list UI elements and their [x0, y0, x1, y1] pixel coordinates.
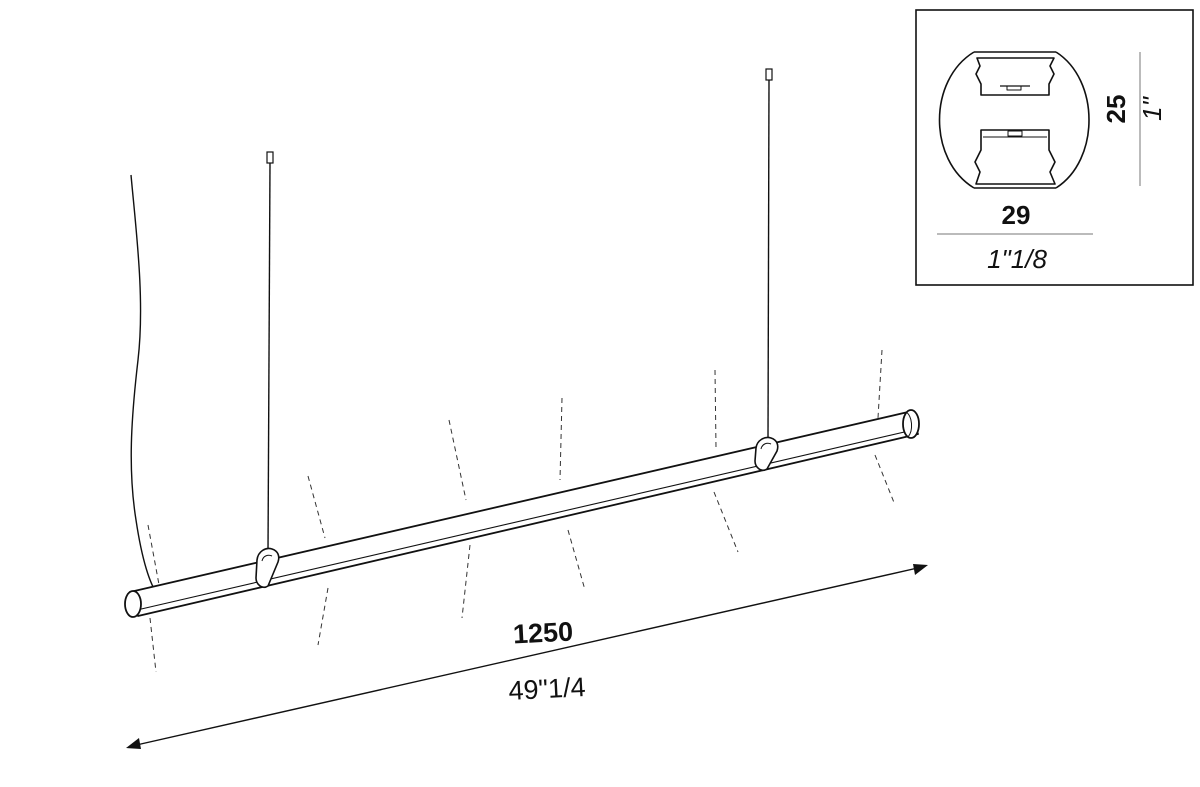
linear-tube	[124, 409, 920, 618]
length-arrow-right	[913, 564, 928, 575]
tube-end-cap-left	[124, 590, 142, 618]
tube-end-cap-right	[902, 409, 920, 439]
length-imperial-label: 49"1/4	[508, 672, 587, 706]
length-arrow-left	[126, 738, 141, 749]
tube-lens-line	[136, 429, 914, 611]
ceiling-anchor-right	[765, 68, 773, 81]
profile-cross-section	[938, 51, 1090, 189]
profile-upper-channel	[975, 57, 1055, 96]
mounting-clip-right	[754, 436, 779, 472]
profile-outer-right	[1055, 51, 1090, 189]
section-detail-inset: 29 1"1/8 25 1"	[915, 9, 1194, 286]
inset-frame	[915, 9, 1194, 286]
section-width-metric: 29	[1002, 200, 1031, 230]
light-beam-lines	[147, 349, 896, 673]
section-height-imperial: 1"	[1137, 95, 1167, 120]
suspension-cable-left	[267, 162, 271, 553]
mounting-clip-left	[255, 547, 280, 589]
length-dimension-line	[131, 566, 923, 747]
profile-lower-channel	[974, 129, 1056, 185]
tube-body	[129, 411, 919, 617]
section-width-imperial: 1"1/8	[987, 244, 1047, 274]
power-cable	[130, 174, 159, 596]
profile-outer-left	[938, 51, 975, 189]
suspension-cables	[266, 68, 773, 553]
suspension-cable-right	[767, 79, 770, 441]
ceiling-anchor-left	[266, 151, 274, 164]
section-height-metric: 25	[1101, 95, 1131, 124]
length-dimension: 1250 49"1/4	[126, 564, 928, 749]
length-metric-label: 1250	[512, 616, 574, 649]
